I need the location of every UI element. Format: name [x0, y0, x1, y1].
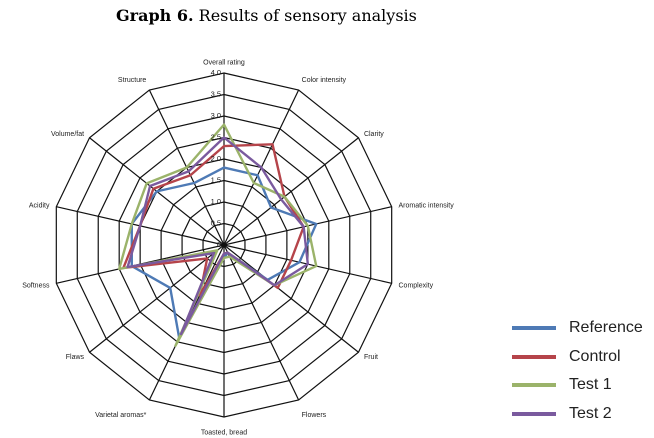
axis-label: Color intensity — [302, 77, 347, 84]
axis-label: Flaws — [66, 354, 85, 361]
tick-label: 3.0 — [211, 111, 221, 120]
axis-spoke — [89, 244, 225, 353]
caption-text: Results of sensory analysis — [198, 6, 417, 25]
axis-spoke — [223, 137, 359, 246]
axis-label: Acidity — [29, 203, 50, 210]
tick-label: 2.0 — [211, 154, 221, 163]
legend-label: Control — [569, 347, 621, 365]
axis-label: Flowers — [302, 412, 327, 419]
axis-label: Softness — [22, 282, 50, 289]
axis-label: Aromatic intensity — [399, 203, 455, 210]
legend-swatch — [512, 354, 556, 359]
axis-label: Fruit — [364, 354, 378, 361]
axis-label: Overall rating — [203, 60, 245, 67]
axis-label: Varietal aromas* — [95, 412, 147, 419]
caption-prefix: Graph 6. — [116, 6, 194, 25]
series-line-test-2 — [126, 136, 310, 336]
tick-label: 0.5 — [211, 219, 221, 228]
legend-item: Test 1 — [512, 371, 643, 400]
axis-label: Complexity — [399, 282, 434, 289]
axis-label: Toasted, bread — [201, 430, 247, 437]
legend-swatch — [512, 383, 556, 388]
legend-label: Test 1 — [569, 376, 612, 394]
tick-label: 4.0 — [211, 68, 221, 77]
axis-spoke — [223, 244, 359, 353]
legend-label: Test 2 — [569, 404, 612, 422]
figure-caption: Graph 6. Results of sensory analysis — [116, 6, 417, 25]
legend-swatch — [512, 326, 556, 331]
tick-label: 3.5 — [211, 90, 221, 99]
axis-label: Volume/fat — [51, 131, 84, 138]
legend-swatch — [512, 411, 556, 416]
legend-item: Test 2 — [512, 400, 643, 429]
legend-label: Reference — [569, 319, 643, 337]
legend-item: Reference — [512, 314, 643, 343]
tick-label: 2.5 — [211, 133, 221, 142]
axis-label: Structure — [118, 77, 147, 84]
axis-spoke — [223, 244, 300, 401]
legend-item: Control — [512, 343, 643, 372]
tick-label: 0 — [217, 240, 221, 249]
axis-label: Clarity — [364, 131, 384, 138]
tick-label: 1.0 — [211, 197, 221, 206]
series-line-test-1 — [117, 123, 318, 347]
tick-label: 1.5 — [211, 176, 221, 185]
